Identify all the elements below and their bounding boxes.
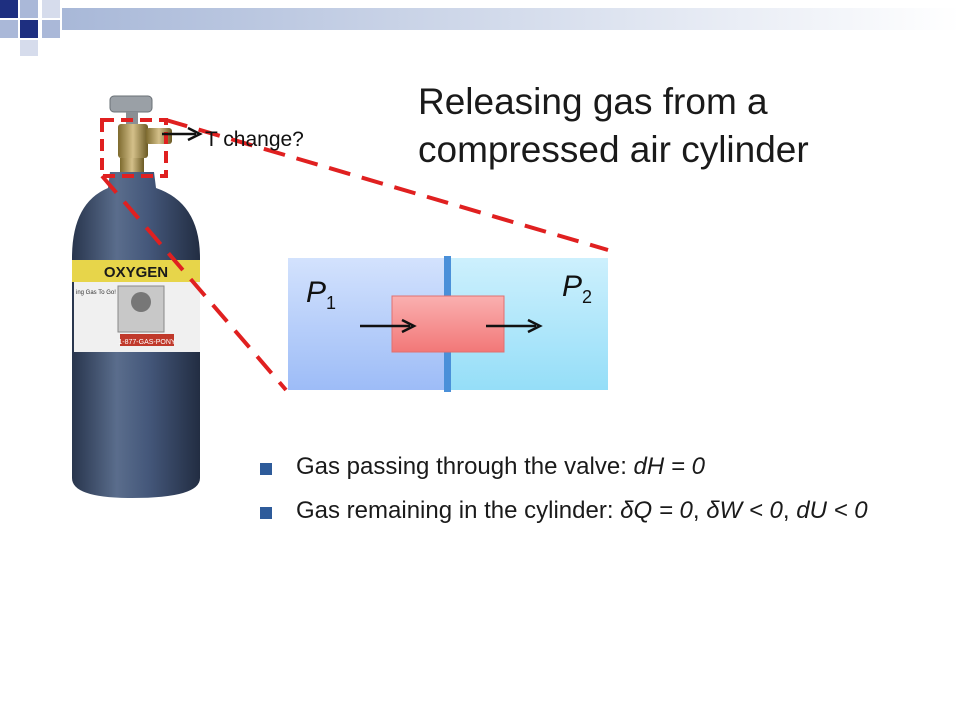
header-decoration	[0, 0, 960, 56]
header-square-dark	[0, 0, 18, 18]
zoom-line-top	[165, 118, 609, 252]
cylinder-label-band	[72, 260, 200, 282]
bullet-list: Gas passing through the valve: dH = 0 Ga…	[258, 448, 918, 536]
valve-zoom-box	[100, 118, 168, 178]
sticker-text: ing Gas To Go!	[76, 290, 116, 296]
cylinder-label: OXYGEN	[104, 264, 168, 281]
pressure-p2-label: P2	[562, 270, 593, 307]
header-bar	[62, 8, 960, 30]
bullet-square-icon	[260, 463, 272, 475]
pressure-p1-label: P1	[306, 276, 337, 313]
throttle-diagram	[288, 256, 608, 392]
bullet-square-icon	[260, 507, 272, 519]
oxygen-cylinder: OXYGEN 1-877-GAS-PONY ing Gas To Go!	[72, 95, 200, 498]
t-change-label: T change?	[205, 128, 304, 151]
zoom-line-bottom	[100, 174, 288, 392]
bullet-valve: Gas passing through the valve: dH = 0	[258, 448, 918, 486]
sticker-phone: 1-877-GAS-PONY	[118, 339, 176, 346]
bullet-cylinder: Gas remaining in the cylinder: δQ = 0, δ…	[258, 492, 918, 530]
slide-title: Releasing gas from a compressed air cyli…	[418, 81, 809, 170]
